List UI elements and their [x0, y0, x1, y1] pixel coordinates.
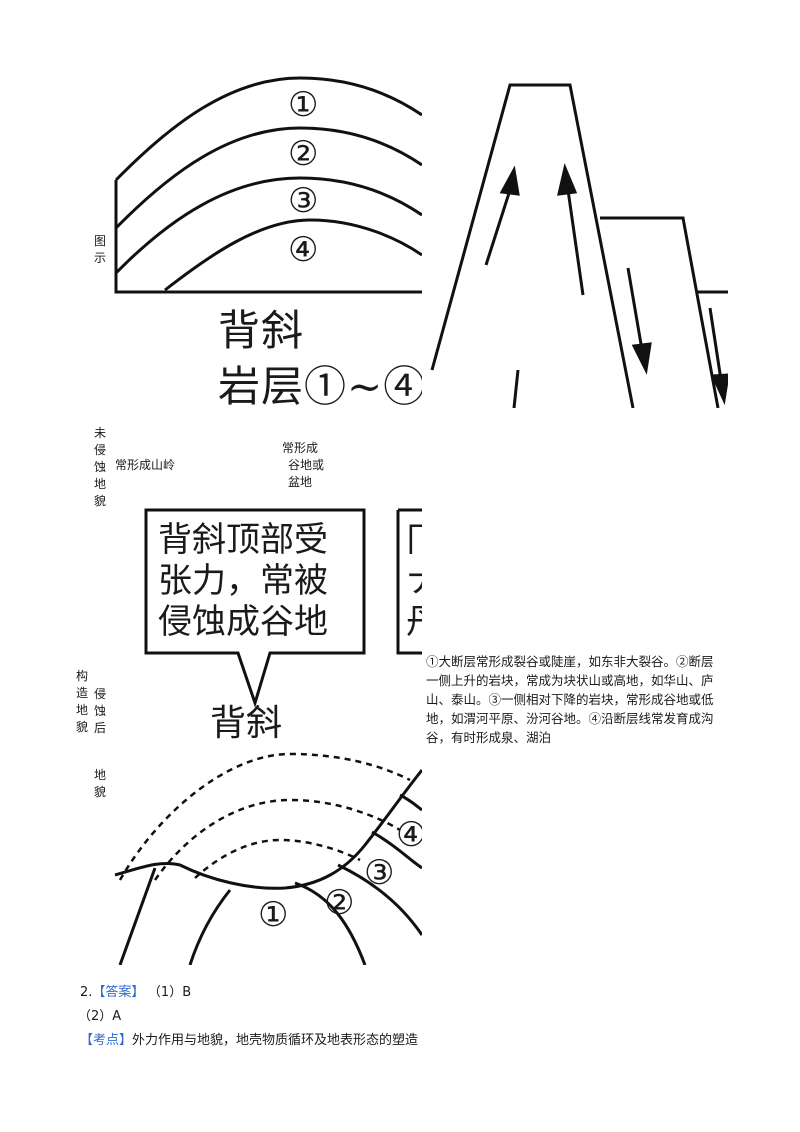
- anticline-title: 背斜: [218, 306, 305, 355]
- row-eroded-label: 侵蚀后: [94, 687, 107, 735]
- syncline-text-line3: 盆地: [288, 475, 313, 489]
- kaodian-line: 【考点】外力作用与地貌，地壳物质循环及地表形态的塑造: [80, 1032, 418, 1050]
- kaodian-text: 外力作用与地貌，地壳物质循环及地表形态的塑造: [132, 1033, 419, 1048]
- row-structure-label: 构造地貌: [76, 669, 89, 734]
- anticline-subtitle: 岩层①~④: [218, 362, 422, 411]
- row-uneroded-label: 未侵蚀地貌: [94, 426, 107, 508]
- syncline-text-line2: 谷地或: [288, 458, 325, 472]
- fault-drawing: [430, 83, 728, 408]
- row-landform-label: 地貌: [94, 768, 107, 799]
- answer-tag: 【答案】: [92, 985, 145, 1000]
- bubble-line-2: 张力，常被: [158, 561, 328, 601]
- fault-explanation: ①大断层常形成裂谷或陡崖，如东非大裂谷。②断层一侧上升的岩块，常成为块状山或高地…: [426, 654, 714, 745]
- bubble-line-3: 侵蚀成谷地: [158, 602, 328, 642]
- eroded-figure-title: 背斜: [210, 703, 283, 744]
- layer-label-3: ③: [288, 181, 319, 221]
- answer-number: 2.: [80, 985, 93, 1000]
- answer-line: 2.【答案】 （1）B: [80, 984, 191, 1002]
- answer-part2: （2）A: [78, 1009, 122, 1024]
- anticline-drawing: [114, 76, 422, 294]
- syncline-text-line1: 常形成: [282, 441, 319, 455]
- layer-label-2: ②: [288, 134, 319, 174]
- bubble-partial-2: ナ: [406, 562, 422, 601]
- figure-side-label: 图示: [94, 234, 107, 265]
- bubble-partial-1: 冂: [406, 521, 422, 560]
- anticline-uneroded-text: 常形成山岭: [115, 458, 176, 472]
- bubble-partial-3: 丹: [406, 603, 422, 642]
- anticline-figure: ① ② ③ ④ 背斜 岩层①~④: [110, 70, 422, 420]
- speech-bubble: [144, 508, 422, 708]
- fault-figure: [428, 70, 728, 408]
- layer-label-1: ①: [288, 85, 319, 125]
- eroded-layer-4: ④: [396, 815, 422, 855]
- eroded-layer-3: ③: [364, 853, 395, 893]
- kaodian-tag: 【考点】: [80, 1033, 133, 1048]
- eroded-anticline-drawing: [114, 752, 422, 965]
- bubble-line-1: 背斜顶部受: [158, 520, 328, 560]
- eroded-anticline-figure: 背斜顶部受 张力，常被 侵蚀成谷地 冂 ナ 丹 背斜 ① ② ③ ④: [110, 505, 422, 965]
- answer-part1: （1）B: [154, 985, 192, 1000]
- layer-label-4: ④: [288, 230, 319, 270]
- eroded-layer-1: ①: [258, 895, 289, 935]
- eroded-layer-2: ②: [324, 883, 355, 923]
